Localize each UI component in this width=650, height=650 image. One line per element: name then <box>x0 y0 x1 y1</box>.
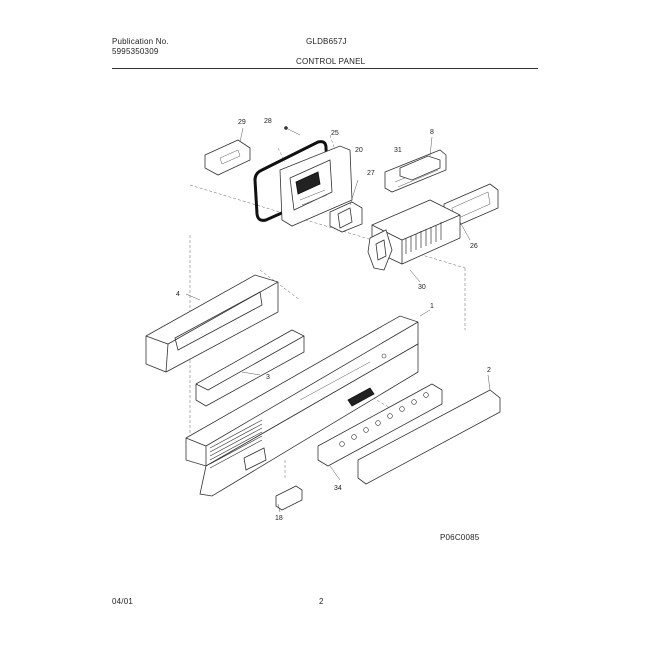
model-number: GLDB657J <box>306 37 347 46</box>
part-34-keypad <box>317 383 443 481</box>
header-rule <box>112 68 538 69</box>
part-3-support-bar <box>195 329 305 407</box>
part-29-bracket <box>204 127 251 176</box>
figure-code: P06C0085 <box>440 533 480 542</box>
publication-number: 5995350309 <box>112 47 159 56</box>
callout-8: 8 <box>430 129 434 136</box>
callout-26: 26 <box>470 243 478 250</box>
callout-27: 27 <box>367 170 375 177</box>
callout-3: 3 <box>266 374 270 381</box>
callout-29: 29 <box>238 119 246 126</box>
callout-18: 18 <box>275 515 283 522</box>
callout-31: 31 <box>394 147 402 154</box>
callout-20: 20 <box>355 147 363 154</box>
part-2-front-trim <box>357 374 501 485</box>
part-27-latch <box>329 179 363 233</box>
callout-4: 4 <box>176 291 180 298</box>
part-30-control-module <box>367 199 461 283</box>
page-number: 2 <box>319 597 324 606</box>
part-4-side-bracket <box>145 274 279 373</box>
part-20-window-frame <box>279 145 353 227</box>
callout-28: 28 <box>264 118 272 125</box>
callout-30: 30 <box>418 284 426 291</box>
callout-2: 2 <box>487 367 491 374</box>
section-title: CONTROL PANEL <box>296 57 366 66</box>
callout-34: 34 <box>334 485 342 492</box>
callout-labels: 29 28 25 20 8 31 27 26 30 4 1 3 2 34 18 <box>176 118 491 522</box>
callout-1: 1 <box>430 303 434 310</box>
footer-date: 04/01 <box>112 597 134 606</box>
callout-25: 25 <box>331 130 339 137</box>
publication-label: Publication No. <box>112 37 169 46</box>
part-18-clip <box>275 485 303 513</box>
part-8-plate <box>399 136 441 181</box>
part-1-console-panel <box>185 309 431 497</box>
